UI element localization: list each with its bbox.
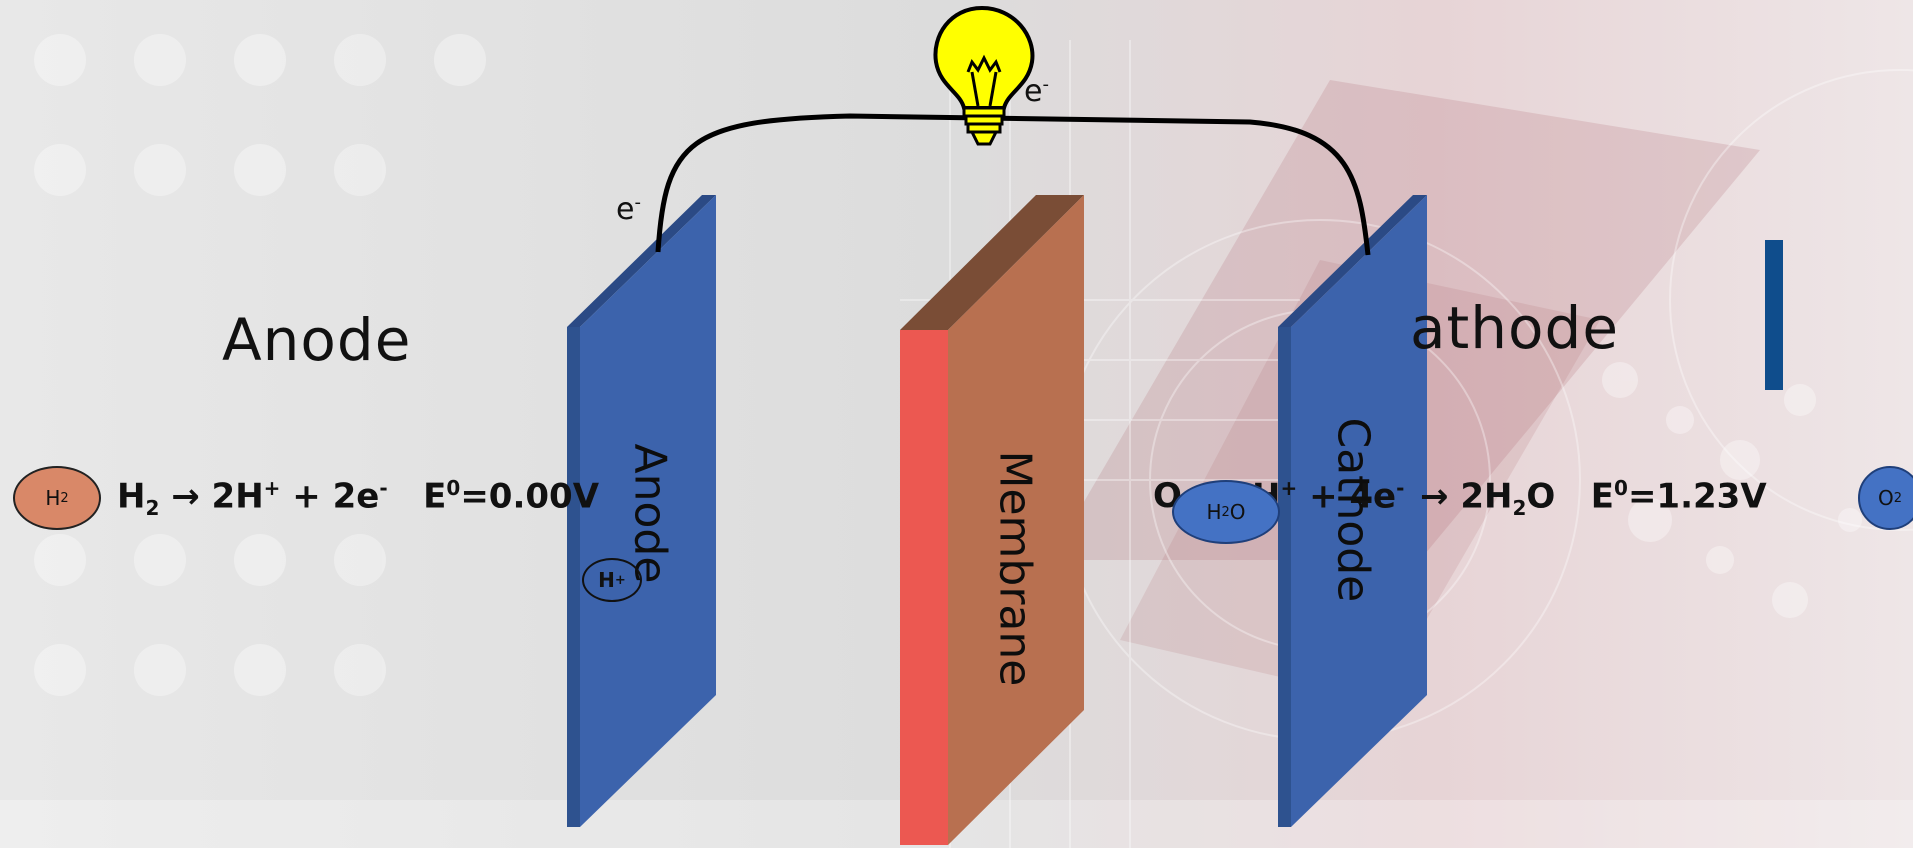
cathode-side-title: athode [1410, 294, 1620, 362]
right-edge-plate [1765, 240, 1783, 390]
electron-label-left: e- [616, 192, 641, 227]
light-bulb-icon [933, 5, 1035, 146]
membrane-label: Membrane [989, 450, 1041, 687]
cathode-plate-label: Cathode [1327, 417, 1379, 603]
membrane-front [900, 330, 948, 845]
membrane-side [948, 195, 1084, 845]
cathode-plate-top [1278, 195, 1427, 327]
anode-equation: H2 → 2H+ + 2e- E0=0.00V [117, 476, 600, 521]
cathode-plate [1291, 195, 1427, 827]
electron-label-right: e- [1024, 74, 1049, 109]
cathode-plate-side [1278, 327, 1291, 827]
cathode-equation-product: → 2H2O E0=1.23V [1420, 476, 1767, 521]
anode-side-title: Anode [222, 306, 412, 374]
anode-plate-top [567, 195, 716, 327]
anode-plate-side [567, 327, 580, 827]
anode-plate [580, 195, 716, 827]
membrane-top [900, 195, 1084, 330]
h-plus-ion: H+ [582, 558, 642, 602]
circuit-wire [655, 113, 1371, 256]
